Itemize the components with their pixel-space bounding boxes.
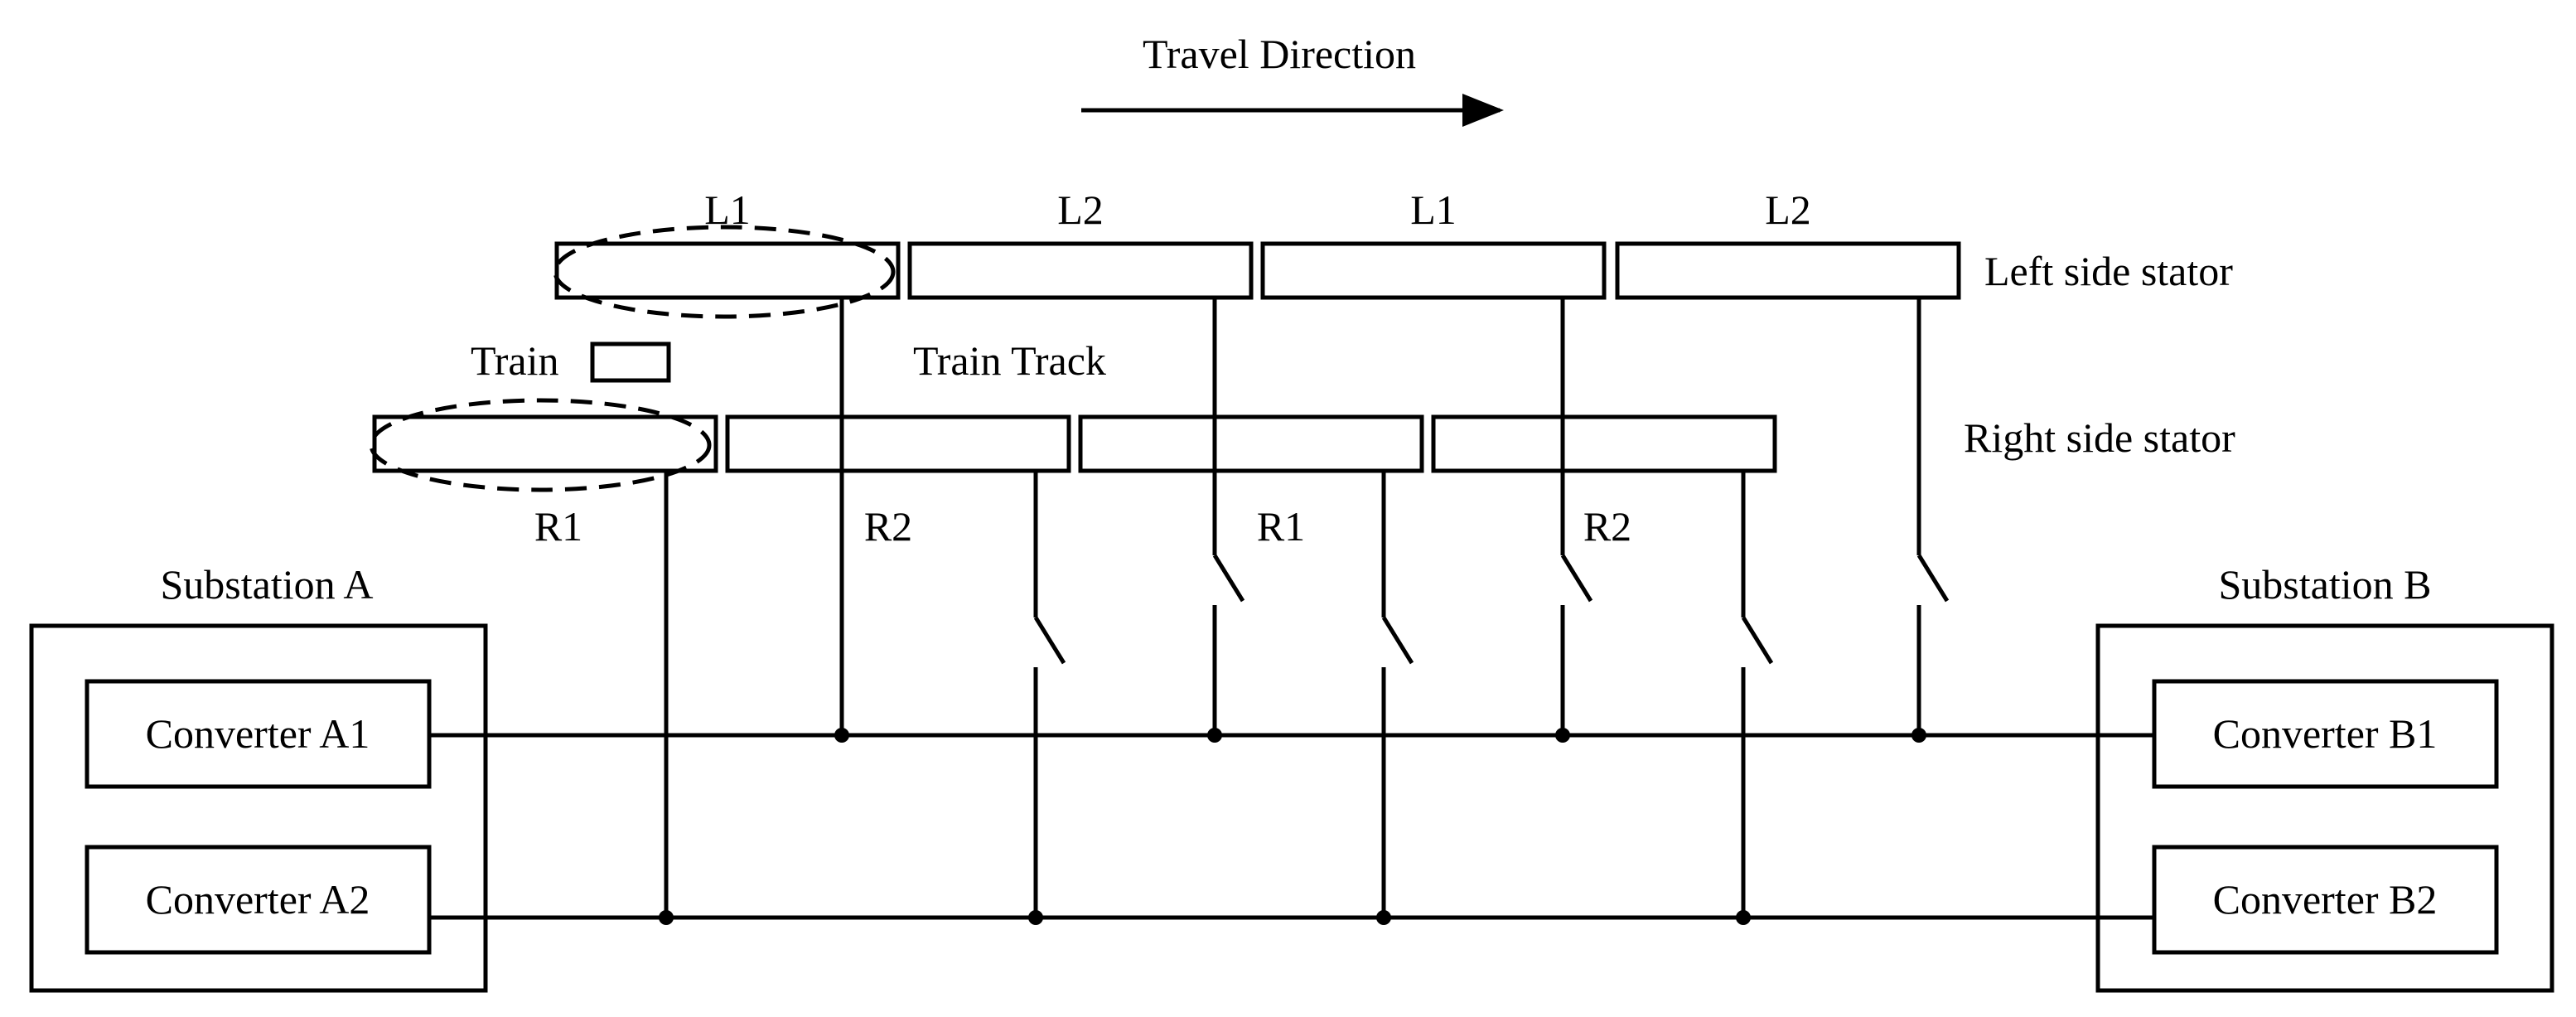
substation-a-title: Substation A (161, 561, 374, 608)
junction-dots (659, 728, 1926, 925)
substation-b: Substation B Converter B1 Converter B2 (2095, 561, 2554, 993)
right-stator-segment-1 (372, 414, 718, 473)
junction-dot (1911, 728, 1926, 743)
left-stator-segment-1 (554, 241, 901, 300)
right-segment-label-3: R1 (1257, 503, 1305, 550)
left-segment-label-3: L1 (1410, 186, 1457, 233)
train-track-label: Train Track (913, 337, 1106, 384)
right-side-stator-label: Right side stator (1964, 414, 2235, 461)
left-segment-2-switch (1212, 298, 1245, 735)
right-segment-label-4: R2 (1583, 503, 1631, 550)
right-segment-4-switch-blade-icon (1741, 616, 1774, 665)
left-segment-4-switch-blade-icon (1916, 554, 1950, 603)
left-segment-label-2: L2 (1057, 186, 1104, 233)
right-segment-2-switch (1033, 471, 1066, 918)
junction-dot (1028, 910, 1043, 925)
junction-dot (659, 910, 674, 925)
junction-dot (834, 728, 849, 743)
left-stator-segment-2 (907, 241, 1254, 300)
right-segment-label-2: R2 (864, 503, 912, 550)
left-segment-3-switch (1560, 298, 1593, 735)
substation-a-frame (29, 623, 488, 993)
energized-right-segment-marker (369, 398, 712, 492)
junction-dot (1555, 728, 1570, 743)
right-stator-segment-3 (1078, 414, 1424, 473)
left-segment-4-switch (1916, 298, 1950, 735)
junction-dot (1736, 910, 1751, 925)
substation-a: Substation A Converter A1 Converter A2 (29, 561, 488, 993)
left-segment-label-4: L2 (1765, 186, 1811, 233)
junction-dot (1207, 728, 1222, 743)
right-segment-4-switch (1741, 471, 1774, 918)
converter-a2-label: Converter A2 (146, 876, 370, 923)
right-segment-3-switch-blade-icon (1381, 616, 1414, 665)
converter-b1-label: Converter B1 (2213, 710, 2438, 757)
right-segment-3-switch (1381, 471, 1414, 918)
right-side-stator: R1 R2 R1 R2 (372, 414, 1777, 550)
left-side-stator: L1 L2 L1 L2 (554, 186, 1961, 300)
left-stator-segment-4 (1615, 241, 1961, 300)
junction-dot (1376, 910, 1391, 925)
right-stator-segment-4 (1431, 414, 1777, 473)
right-stator-segment-2 (725, 414, 1071, 473)
converter-b2-box (2152, 845, 2499, 955)
left-side-stator-label: Left side stator (1984, 248, 2233, 294)
train-label: Train (471, 337, 559, 384)
train-block (590, 341, 671, 383)
substation-b-title: Substation B (2219, 561, 2432, 608)
right-segment-2-switch-blade-icon (1033, 616, 1066, 665)
left-segment-2-switch-blade-icon (1212, 554, 1245, 603)
converter-b2-label: Converter B2 (2213, 876, 2438, 923)
converter-a1-label: Converter A1 (146, 710, 370, 757)
converter-a2-box (85, 845, 432, 955)
substation-b-frame (2095, 623, 2554, 993)
left-segment-3-switch-blade-icon (1560, 554, 1593, 603)
left-stator-segment-3 (1260, 241, 1607, 300)
travel-direction-label: Travel Direction (1143, 31, 1416, 77)
energized-left-segment-marker (553, 225, 896, 319)
right-segment-label-1: R1 (534, 503, 582, 550)
